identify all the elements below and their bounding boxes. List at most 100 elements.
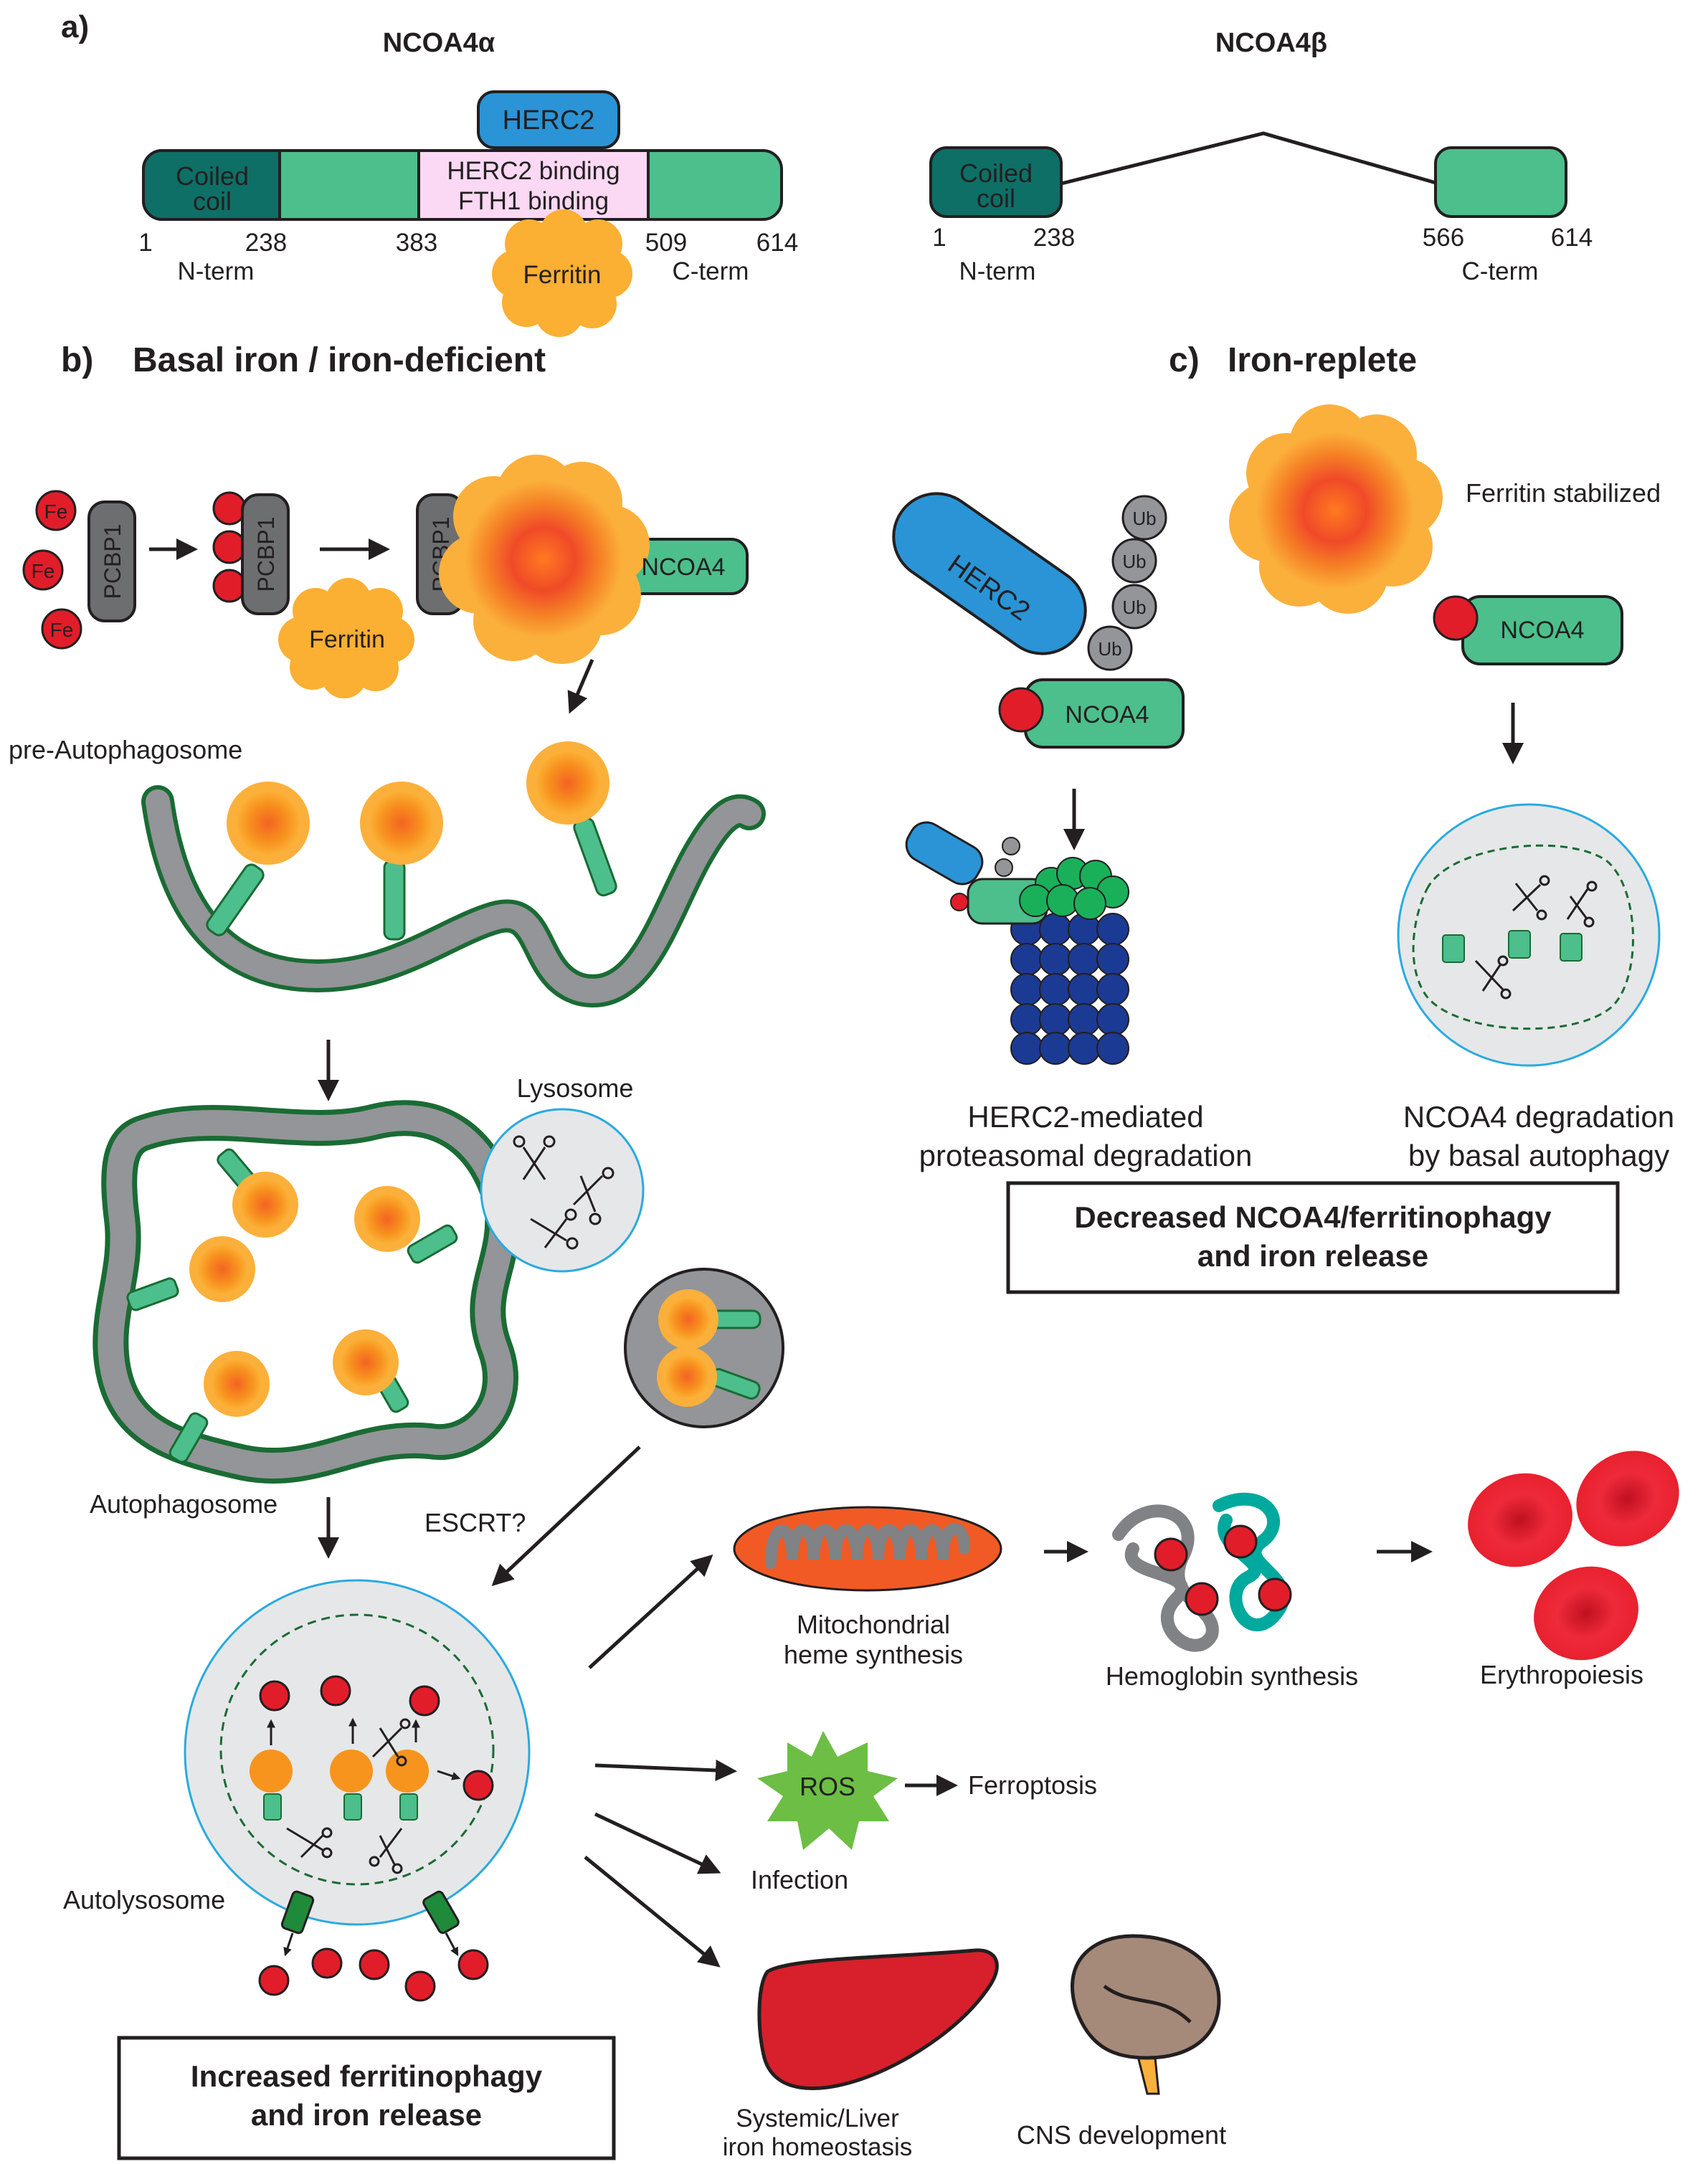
ferritin-cloud-a [492, 209, 632, 337]
fe-label-1: Fe [44, 500, 68, 523]
cns-label: CNS development [1017, 2120, 1226, 2150]
lysosome-c-inner-membrane [1412, 844, 1634, 1030]
alpha-pos-1: 1 [138, 229, 152, 257]
lysosome-c-contents [1442, 875, 1598, 1000]
ubiquitin-chain [1087, 495, 1167, 671]
pre-autophagosome-ferritins [227, 741, 609, 865]
autophagy-label-1: NCOA4 degradation [1403, 1100, 1674, 1134]
decreased-summary-box [1006, 1181, 1620, 1294]
ncoa4-alpha-domain-map [142, 90, 783, 337]
proteasomal-label-2: proteasomal degradation [919, 1139, 1253, 1172]
beta-pos-238: 238 [1033, 224, 1075, 252]
ferritin-label-a: Ferritin [523, 261, 602, 289]
escrt-label: ESCRT? [424, 1508, 526, 1537]
herc2-label: HERC2 [503, 105, 595, 136]
panel-b-title: Basal iron / iron-deficient [133, 341, 546, 379]
beta-coiled-label-1: Coiled [959, 158, 1033, 188]
alpha-c-term: C-term [673, 257, 749, 285]
coiled-coil-label-1: Coiled [176, 161, 249, 191]
red-blood-cells [1468, 1451, 1679, 1661]
panel-a-label: a) [61, 9, 89, 44]
panel-b-label: b) [61, 341, 93, 379]
ub-label-3: Ub [1122, 597, 1146, 618]
pcbp1-free [87, 500, 136, 622]
arrow-to-pre-autophagosome [567, 659, 594, 714]
alpha-pos-383: 383 [396, 229, 437, 257]
beta-c-term-domain [1434, 146, 1567, 218]
amphisome-vesicle [624, 1268, 784, 1428]
beta-coiled-label-2: coil [977, 184, 1015, 213]
alpha-pos-509: 509 [645, 229, 687, 257]
increased-summary-line-1: Increased ferritinophagy [191, 2059, 543, 2093]
alpha-pos-238: 238 [245, 229, 287, 257]
ncoa4-beta-title: NCOA4β [1215, 28, 1327, 58]
alpha-pos-614: 614 [756, 229, 798, 257]
panel-c-label: c) [1169, 341, 1200, 379]
iron-on-ncoa4-c [998, 687, 1044, 733]
autolysosome-label: Autolysosome [63, 1885, 225, 1914]
free-iron-group [22, 490, 82, 650]
ncoa4-label-c: NCOA4 [1065, 701, 1149, 729]
ub-label-2: Ub [1122, 551, 1146, 572]
beta-c-term: C-term [1462, 257, 1539, 285]
lysosome [480, 1108, 645, 1273]
iron-on-ncoa4-c2 [1433, 595, 1479, 641]
autophagy-label-2: by basal autophagy [1408, 1139, 1669, 1172]
proteasome-complex [905, 821, 1129, 1065]
ferritin-stabilized [1229, 404, 1443, 614]
infection-label: Infection [751, 1865, 848, 1894]
beta-pos-1: 1 [932, 224, 946, 252]
ros-star [757, 1731, 898, 1850]
alpha-n-term: N-term [178, 257, 255, 285]
hemoglobin-icon [1112, 1492, 1292, 1652]
ros-label: ROS [800, 1772, 855, 1801]
pcbp1-label-1: PCBP1 [100, 524, 125, 599]
herc2-binding-label: HERC2 binding [447, 157, 620, 185]
decreased-summary-line-1: Decreased NCOA4/ferritinophagy [1074, 1200, 1552, 1234]
beta-pos-614: 614 [1551, 224, 1593, 252]
scissors-icon [513, 1135, 615, 1250]
mito-label-2: heme synthesis [784, 1640, 963, 1669]
autolysosome-scissors-icon [286, 1718, 411, 1874]
lysosome-label: Lysosome [517, 1073, 634, 1103]
increased-summary-line-2: and iron release [251, 2098, 482, 2132]
autophagosome [92, 1100, 521, 1484]
coiled-coil-label-2: coil [193, 186, 232, 216]
fe-label-3: Fe [50, 619, 74, 641]
arrow-escrt [491, 1446, 641, 1587]
ub-label-1: Ub [1132, 508, 1156, 529]
pcbp1-label-2: PCBP1 [253, 517, 279, 592]
ub-label-4: Ub [1098, 638, 1121, 660]
ferritin-cloud-b [278, 578, 414, 698]
pre-autophagosome-label: pre-Autophagosome [9, 735, 242, 764]
autophagosome-ferritins [189, 1172, 420, 1417]
ncoa4-alpha-title: NCOA4α [383, 28, 495, 58]
erythropoiesis-label: Erythropoiesis [1480, 1660, 1643, 1689]
iron-loaded-pcbp1 [212, 491, 290, 615]
ferroptosis-label: Ferroptosis [968, 1770, 1097, 1800]
panel-c-title: Iron-replete [1228, 341, 1417, 379]
ferritin-label-b: Ferritin [309, 626, 385, 653]
liver-label-1: Systemic/Liver [736, 2104, 899, 2132]
proteasomal-label-1: HERC2-mediated [967, 1100, 1203, 1134]
autolysosome-contents [250, 1675, 494, 1874]
ncoa4-label-c2: NCOA4 [1500, 617, 1584, 644]
herc2-fth1-binding-region [417, 149, 650, 221]
increased-summary-box [117, 2036, 616, 2160]
vesicle-ferritins [657, 1289, 762, 1407]
autophagosome-label: Autophagosome [90, 1489, 277, 1519]
liver-icon [757, 1948, 999, 2090]
ferritin-large-b [439, 455, 650, 664]
mito-label-1: Mitochondrial [797, 1610, 950, 1639]
herc2-box [477, 90, 620, 149]
ncoa4-beta-domain-map [929, 131, 1567, 218]
decreased-summary-line-2: and iron release [1197, 1239, 1428, 1273]
fth1-binding-label: FTH1 binding [458, 187, 609, 215]
beta-pos-566: 566 [1423, 224, 1464, 252]
beta-n-term: N-term [959, 257, 1036, 285]
beta-coiled-coil-domain [929, 146, 1063, 218]
liver-label-2: iron homeostasis [723, 2133, 913, 2161]
pre-autophagosome-membrane [141, 741, 766, 1007]
hemoglobin-label: Hemoglobin synthesis [1106, 1661, 1358, 1691]
